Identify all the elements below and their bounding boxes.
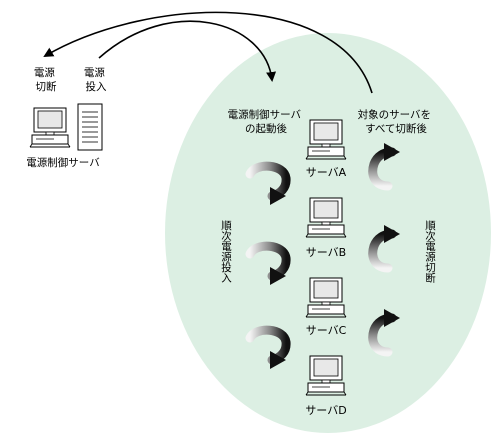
power-off-label: 電源 切断 <box>34 66 58 93</box>
power-on-label: 電源 投入 <box>84 66 108 93</box>
computer-icon <box>305 197 347 238</box>
after-shutdown-note: 対象のサーバを すべて切断後 <box>358 108 435 135</box>
computer-icon <box>305 355 347 396</box>
server-c: サーバC <box>305 277 347 337</box>
sequential-power-off-label: 順次電源切断 <box>424 220 436 284</box>
control-server-icon <box>29 103 103 151</box>
server-b: サーバB <box>305 197 347 259</box>
power-off-command-arrow <box>43 11 373 94</box>
server-a: サーバA <box>305 119 347 179</box>
computer-icon <box>305 119 347 160</box>
sequential-power-on-label: 順次電源投入 <box>220 220 232 283</box>
server-d: サーバD <box>305 355 347 417</box>
server-c-label: サーバC <box>306 324 347 337</box>
control-server-name: 電源制御サーバ <box>26 156 100 169</box>
after-boot-note: 電源制御サーバ の起動後 <box>228 108 305 135</box>
server-b-label: サーバB <box>306 246 346 259</box>
computer-icon <box>305 277 347 318</box>
server-d-label: サーバD <box>305 404 346 417</box>
server-a-label: サーバA <box>306 166 347 179</box>
power-on-command-arrow <box>98 20 277 82</box>
